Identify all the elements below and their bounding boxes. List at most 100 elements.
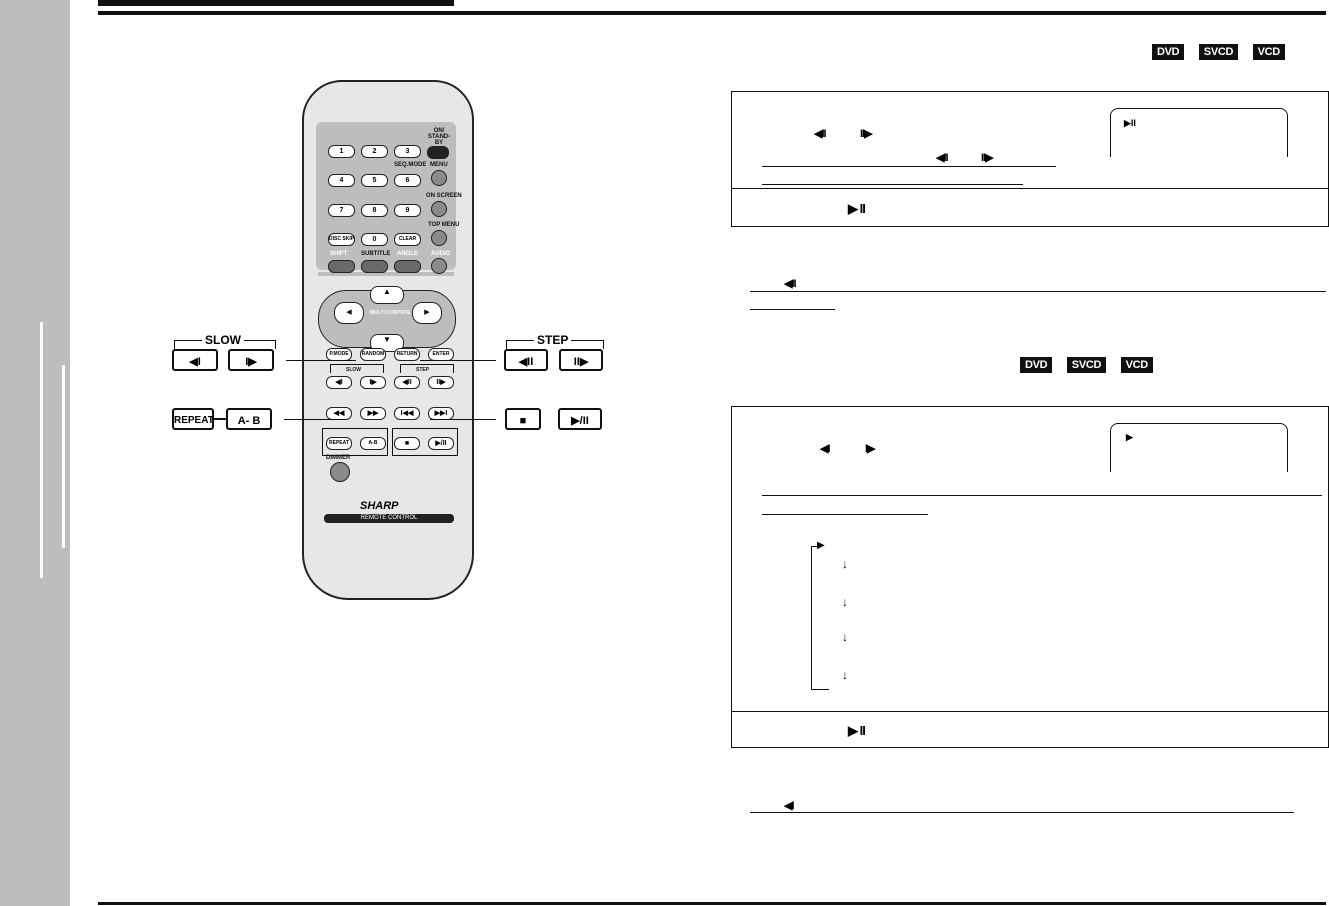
repeat-button[interactable]: REPEAT — [326, 437, 352, 450]
menu-button[interactable] — [431, 170, 447, 186]
step-callout-label: STEP — [534, 333, 572, 347]
dvd-badge: DVD — [1020, 357, 1053, 373]
svcd-badge: SVCD — [1198, 44, 1239, 60]
step-procedure-box — [731, 91, 1329, 227]
leader-line — [430, 419, 496, 420]
disc-badges-top: DVD SVCD VCD — [1152, 42, 1285, 60]
leader-line — [420, 360, 496, 361]
leader-line — [284, 419, 346, 420]
digit-9-button[interactable]: 9 — [394, 204, 421, 217]
step-forward-button[interactable]: II▶ — [428, 376, 454, 389]
digit-2-button[interactable]: 2 — [361, 145, 388, 158]
header-bar — [98, 0, 454, 6]
random-button[interactable]: RANDOM — [360, 348, 386, 361]
step-reverse-button[interactable]: ◀II — [394, 376, 420, 389]
down-arrow-button[interactable]: ▼ — [370, 334, 404, 352]
skip-back-button[interactable]: I◀◀ — [394, 407, 420, 420]
audio-label: AUDIO — [431, 251, 451, 257]
slow-osd-icon: ▶ — [1126, 432, 1133, 442]
down-arrow: ↓ — [842, 630, 848, 644]
angle-button[interactable] — [394, 260, 421, 273]
slow-reverse-callout: ◀I — [172, 349, 218, 371]
cycle-line — [811, 546, 812, 690]
dimmer-button[interactable] — [330, 462, 350, 482]
top-menu-button[interactable] — [431, 230, 447, 246]
underline — [750, 291, 1326, 292]
right-arrow-button[interactable]: ▶ — [412, 302, 442, 324]
underline — [762, 514, 928, 515]
osd-display — [1110, 108, 1288, 157]
on-screen-button[interactable] — [431, 201, 447, 217]
slow-reverse-icon: ◀I — [820, 443, 830, 455]
repeat-group-frame — [322, 428, 388, 456]
digit-4-button[interactable]: 4 — [328, 174, 355, 187]
onstandby-button[interactable] — [427, 146, 449, 159]
step-forward-callout: II▶ — [559, 349, 603, 371]
multi-control-label: MULTI CONTROL — [370, 310, 412, 316]
clear-button[interactable]: CLEAR — [394, 233, 421, 246]
slow-forward-callout: I▶ — [228, 349, 274, 371]
return-button[interactable]: RETURN — [394, 348, 420, 361]
underline — [762, 184, 1023, 185]
svcd-badge: SVCD — [1066, 357, 1107, 373]
play-pause-button[interactable]: ▶/II — [428, 437, 454, 450]
underline — [750, 309, 835, 310]
vcd-badge: VCD — [1120, 357, 1153, 373]
digit-1-button[interactable]: 1 — [328, 145, 355, 158]
fast-forward-button[interactable]: ▶▶ — [360, 407, 386, 420]
disc-skip-button[interactable]: DISC SKIP — [328, 233, 355, 246]
up-arrow-button[interactable]: ▲ — [370, 286, 404, 304]
down-arrow: ↓ — [842, 557, 848, 571]
play-pause-callout: ▶/II — [558, 408, 602, 430]
seq-mode-label: SEQ.MODE — [394, 162, 427, 168]
step-forward-icon: II▶ — [981, 152, 994, 164]
stop-button[interactable]: ■ — [394, 437, 420, 450]
brand-logo: SHARP — [360, 500, 399, 512]
play-pause-icon: ▶ II — [848, 201, 866, 216]
onstandby-label: ON/STAND-BY — [427, 128, 451, 146]
step-reverse-icon: ◀II — [814, 128, 827, 140]
subtitle-label: SUBTITLE — [361, 251, 391, 257]
on-screen-label: ON SCREEN — [426, 193, 462, 199]
step-reverse-icon: ◀II — [936, 152, 949, 164]
digit-3-button[interactable]: 3 — [394, 145, 421, 158]
remote-control-band: REMOTE CONTROL — [324, 514, 454, 523]
slow-forward-button[interactable]: I▶ — [360, 376, 386, 389]
ab-button[interactable]: A-B — [360, 437, 386, 450]
left-arrow-button[interactable]: ◀ — [334, 302, 364, 324]
digit-5-button[interactable]: 5 — [361, 174, 388, 187]
play-pause-icon: ▶ II — [848, 723, 866, 738]
step-label-remote: STEP — [416, 367, 430, 373]
header-rule — [98, 11, 1326, 15]
top-menu-label: TOP MENU — [428, 222, 460, 228]
slow-procedure-box — [731, 406, 1329, 748]
step-note-icon: ◀II — [784, 278, 797, 290]
digit-6-button[interactable]: 6 — [394, 174, 421, 187]
underline — [762, 166, 1056, 167]
down-arrow: ↓ — [842, 595, 848, 609]
slow-bracket — [330, 364, 384, 373]
digit-7-button[interactable]: 7 — [328, 204, 355, 217]
shift-label: SHIFT — [330, 251, 348, 257]
underline — [762, 495, 1322, 496]
leader-line — [286, 360, 356, 361]
underline — [750, 812, 1294, 813]
step-forward-icon: II▶ — [860, 128, 873, 140]
play-group-frame — [392, 428, 458, 456]
subtitle-button[interactable] — [361, 260, 388, 273]
slow-callout-label: SLOW — [202, 333, 244, 347]
dvd-badge: DVD — [1152, 44, 1185, 60]
slow-reverse-button[interactable]: ◀I — [326, 376, 352, 389]
digit-0-button[interactable]: 0 — [361, 233, 388, 246]
step-bracket — [400, 364, 454, 373]
cycle-arrow-head: ▶ — [817, 540, 825, 551]
slow-forward-icon: I▶ — [865, 443, 875, 455]
cycle-line — [811, 546, 819, 547]
shift-button[interactable] — [328, 260, 355, 273]
audio-button[interactable] — [431, 258, 447, 274]
footer-rule — [98, 902, 1326, 905]
side-tab — [0, 0, 70, 906]
disc-badges-middle: DVD SVCD VCD — [1020, 355, 1153, 373]
vcd-badge: VCD — [1252, 44, 1285, 60]
digit-8-button[interactable]: 8 — [361, 204, 388, 217]
